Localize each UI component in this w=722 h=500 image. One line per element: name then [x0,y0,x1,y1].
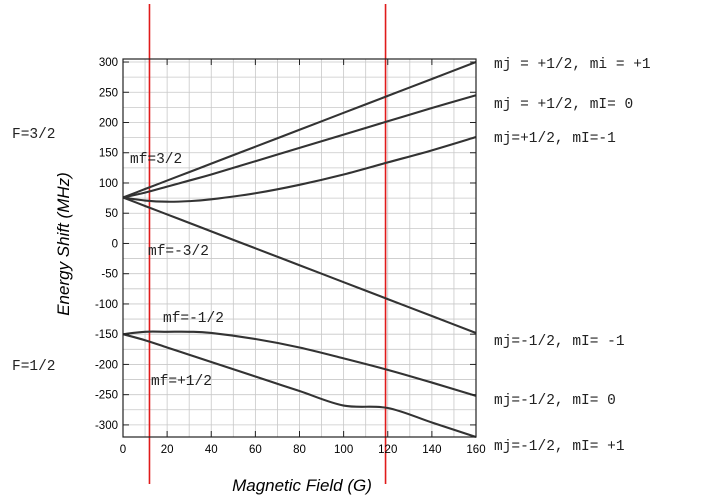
y-tick-label: 250 [99,87,118,99]
x-tick-label: 0 [120,444,126,456]
y-tick-label: -200 [95,359,118,371]
x-tick-label: 20 [161,444,174,456]
y-tick-label: 50 [105,208,118,220]
series-label-3: mj=+1/2, mI=-1 [494,131,616,147]
y-tick-label: 100 [99,178,118,190]
x-tick-label: 80 [293,444,306,456]
series-label-2: mj = +1/2, mI= 0 [494,97,633,113]
x-axis-title: Magnetic Field (G) [232,476,372,495]
series-label-5: mj=-1/2, mI= 0 [494,393,616,409]
curve-label-mf-3-2: mf=3/2 [130,152,182,168]
curve-layer [122,61,477,438]
x-tick-label: 140 [422,444,441,456]
x-tick-label: 120 [378,444,397,456]
y-tick-label: 200 [99,118,118,130]
x-tick-label: 60 [249,444,262,456]
level-label-f32: F=3/2 [12,127,56,143]
curve-label-mf-pos-1-2: mf=+1/2 [151,374,212,390]
y-tick-label: -100 [95,299,118,311]
grid-layer [122,59,477,437]
series-line-6 [122,333,477,438]
y-tick-label: -150 [95,329,118,341]
y-tick-label: 300 [99,57,118,69]
x-tick-label: 100 [334,444,353,456]
x-tick-label: 160 [466,444,485,456]
x-tick-label: 40 [205,444,218,456]
series-label-4: mj=-1/2, mI= -1 [494,334,625,350]
y-tick-label: -300 [95,420,118,432]
series-line-5 [122,330,477,397]
marker-layer [148,4,387,484]
level-label-f12: F=1/2 [12,359,56,375]
series-line-3 [122,136,477,203]
y-tick-label: 0 [112,238,118,250]
y-tick-label: -50 [101,269,118,281]
series-line-1 [122,61,477,199]
y-axis-title: Energy Shift (MHz) [54,172,73,316]
series-line-2 [122,94,477,199]
series-line-4 [122,196,477,334]
series-label-6: mj=-1/2, mI= +1 [494,439,625,455]
series-label-1: mj = +1/2, mi = +1 [494,57,651,73]
curve-label-mf-neg-1-2: mf=-1/2 [163,311,224,327]
y-tick-label: 150 [99,148,118,160]
curve-label-mf-neg-3-2: mf=-3/2 [148,244,209,260]
y-tick-label: -250 [95,390,118,402]
